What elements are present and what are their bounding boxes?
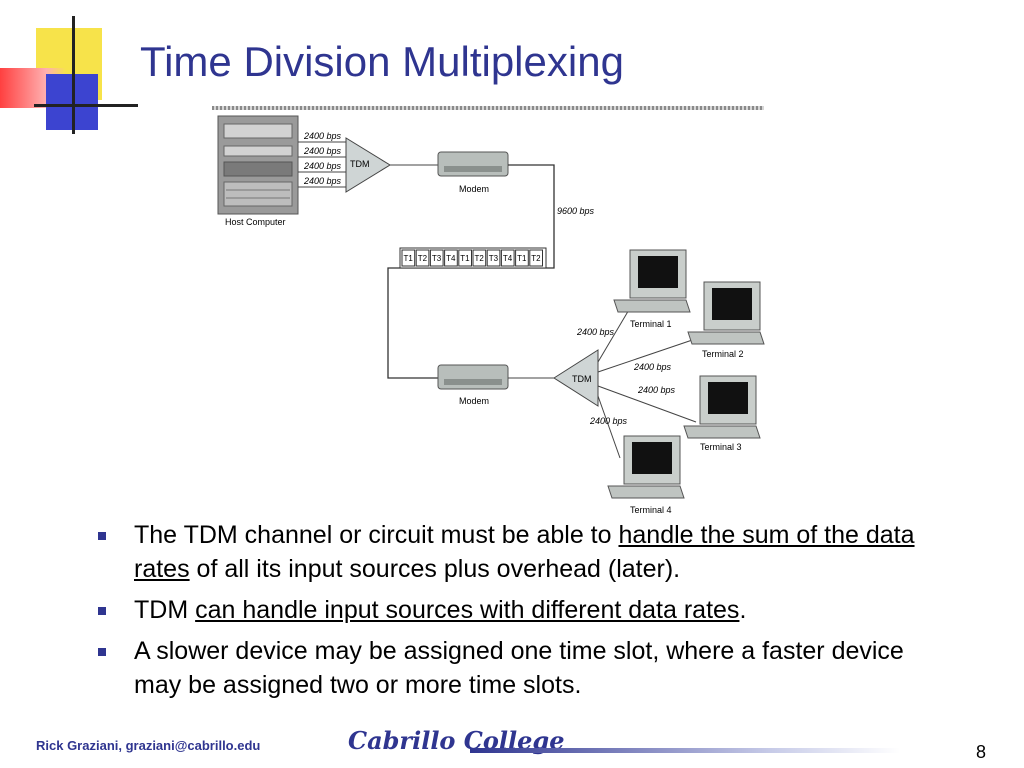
page-number: 8 bbox=[976, 742, 987, 762]
frame-slot-label: T2 bbox=[531, 254, 541, 263]
terminal-icon bbox=[683, 375, 761, 439]
frame-slot-label: T2 bbox=[418, 254, 428, 263]
frame-slot bbox=[429, 249, 444, 267]
frame-slot-label: T4 bbox=[446, 254, 456, 263]
host-line-rate: 2400 bps bbox=[303, 176, 342, 186]
frame-slot bbox=[529, 249, 543, 267]
host-input-lines bbox=[298, 141, 348, 188]
modem-label: Modem bbox=[459, 184, 489, 194]
bullet-text: TDM bbox=[134, 596, 196, 624]
bullet-text: of all its input sources plus overhead (… bbox=[189, 555, 681, 583]
bullet-list: The TDM channel or circuit must be able … bbox=[96, 518, 936, 709]
high-speed-link bbox=[387, 164, 555, 379]
bullet-square-icon bbox=[98, 607, 106, 615]
modem-label: Modem bbox=[459, 396, 489, 406]
bullet-square-icon bbox=[98, 648, 106, 656]
tdm-demultiplexer-icon bbox=[553, 349, 599, 407]
bullet-item: The TDM channel or circuit must be able … bbox=[96, 518, 936, 586]
tdm-label: TDM bbox=[572, 374, 592, 384]
bullet-underlined-text: can handle input sources with different … bbox=[195, 596, 740, 624]
terminal-label: Terminal 1 bbox=[630, 319, 672, 329]
footer-divider bbox=[470, 748, 900, 753]
frame-slot bbox=[415, 249, 430, 267]
link-rate-label: 9600 bps bbox=[557, 206, 595, 216]
frame-slot bbox=[515, 249, 529, 267]
bullet-text: . bbox=[739, 596, 747, 624]
terminal-icon bbox=[607, 435, 685, 499]
frame-slot-label: T2 bbox=[475, 254, 485, 263]
host-line-rate: 2400 bps bbox=[303, 131, 342, 141]
modem-icon bbox=[437, 151, 509, 177]
frame-slot bbox=[458, 249, 472, 267]
tdm-multiplexer-icon bbox=[345, 137, 391, 193]
terminal-label: Terminal 4 bbox=[630, 505, 672, 515]
host-computer-icon bbox=[217, 115, 299, 215]
frame-slot bbox=[500, 249, 515, 267]
host-computer-label: Host Computer bbox=[225, 217, 286, 227]
frame-slot-label: T4 bbox=[503, 254, 513, 263]
bullet-square-icon bbox=[98, 532, 106, 540]
terminal-line-rate: 2400 bps bbox=[576, 327, 615, 337]
terminal-label: Terminal 3 bbox=[700, 442, 742, 452]
title-divider bbox=[212, 106, 764, 110]
host-line-rate: 2400 bps bbox=[303, 161, 342, 171]
modem-icon bbox=[437, 364, 509, 390]
frame-slot-label: T1 bbox=[517, 254, 527, 263]
bullet-item: A slower device may be assigned one time… bbox=[96, 634, 936, 702]
frame-slot-label: T1 bbox=[404, 254, 414, 263]
terminal-icon bbox=[613, 249, 691, 313]
tdm-label: TDM bbox=[350, 159, 370, 169]
terminal-label: Terminal 2 bbox=[702, 349, 744, 359]
tdm-diagram: Host Computer 2400 bps 2400 bps 2400 bps… bbox=[217, 115, 765, 515]
bullet-item: TDM can handle input sources with differ… bbox=[96, 593, 936, 627]
slide-title: Time Division Multiplexing bbox=[140, 38, 624, 85]
terminal-icon bbox=[687, 281, 765, 345]
frame-slot-label: T1 bbox=[460, 254, 470, 263]
frame-slot-label: T3 bbox=[432, 254, 442, 263]
frame-slot bbox=[472, 249, 487, 267]
footer-author: Rick Graziani, graziani@cabrillo.edu bbox=[36, 738, 261, 753]
bullet-text: The TDM channel or circuit must be able … bbox=[134, 521, 619, 549]
host-line-rate: 2400 bps bbox=[303, 146, 342, 156]
terminal-line-rate: 2400 bps bbox=[589, 416, 628, 426]
frame-slot-label: T3 bbox=[489, 254, 499, 263]
terminal-line-rate: 2400 bps bbox=[633, 362, 672, 372]
bullet-underlined-text: handle the sum of the data rates bbox=[134, 521, 915, 583]
frame-slot bbox=[444, 249, 458, 267]
corner-decoration bbox=[0, 0, 140, 140]
tdm-frame-slots: T1 T2 T3 T4 T1 T2 T3 T4 T1 T2 bbox=[401, 249, 543, 267]
frame-slot bbox=[486, 249, 501, 267]
bullet-text: A slower device may be assigned one time… bbox=[134, 637, 904, 699]
frame-slot bbox=[401, 249, 416, 267]
terminal-line-rate: 2400 bps bbox=[637, 385, 676, 395]
